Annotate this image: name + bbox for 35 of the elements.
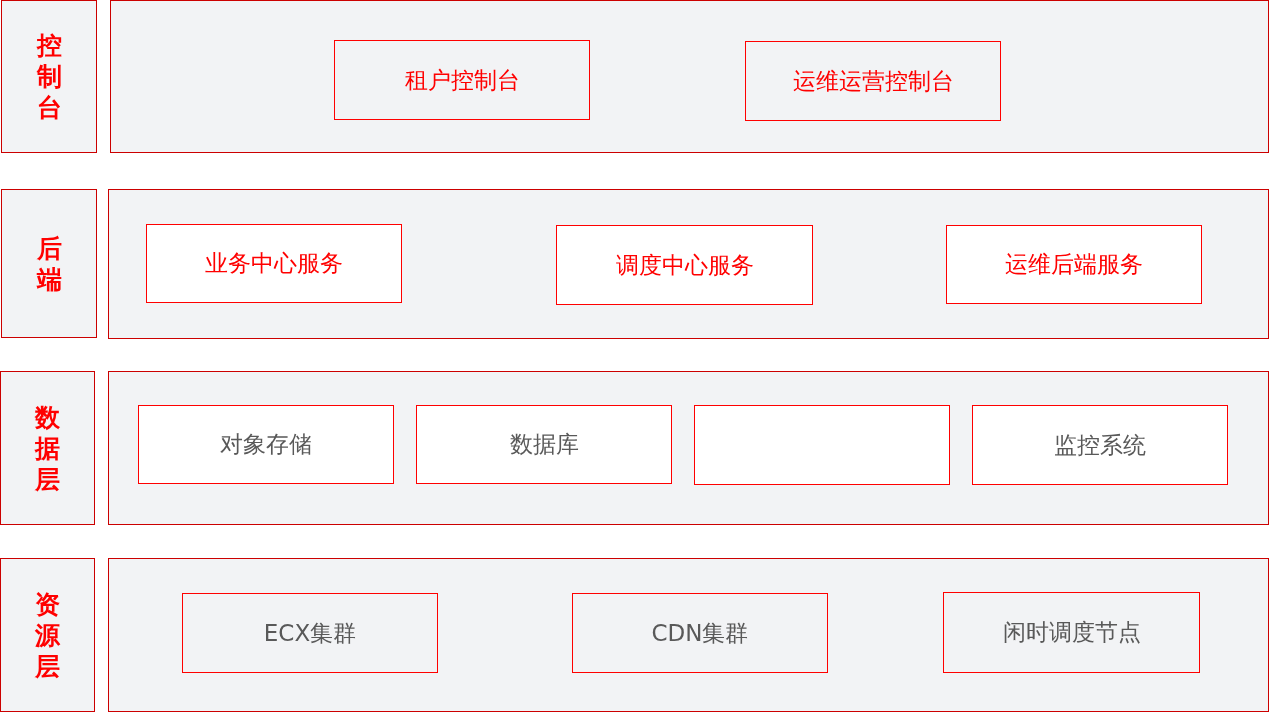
layer-title-box <box>1 0 97 153</box>
component-box <box>943 592 1200 673</box>
layer-title: 资源层 <box>34 588 61 682</box>
layer-panel <box>108 558 1269 712</box>
component-box <box>745 41 1001 121</box>
component-box <box>334 40 590 120</box>
layer-title-box <box>0 371 95 525</box>
component-box <box>946 225 1202 304</box>
component-box <box>416 405 672 484</box>
layer-title-box <box>1 189 97 338</box>
component-box <box>146 224 402 303</box>
layer-title: 数据层 <box>34 401 61 495</box>
component-label: 运维运营控制台 <box>792 66 954 96</box>
component-label: 闲时调度节点 <box>1002 618 1141 647</box>
layer-panel <box>108 189 1269 339</box>
component-box <box>556 225 813 305</box>
layer-title: 后端 <box>35 232 63 295</box>
component-label: 对象存储 <box>220 430 312 459</box>
layer-panel <box>110 0 1269 153</box>
component-label: 调度中心服务 <box>615 250 754 280</box>
component-label: 运维后端服务 <box>1005 250 1143 279</box>
component-label: ECX集群 <box>263 618 357 648</box>
component-box <box>694 405 950 485</box>
component-box <box>572 593 828 673</box>
layer-title: 控制台 <box>35 30 63 123</box>
component-box <box>182 593 438 673</box>
component-label: CDN集群 <box>651 618 749 648</box>
component-label: 租户控制台 <box>404 65 520 95</box>
component-label: 业务中心服务 <box>205 249 343 278</box>
component-label: 监控系统 <box>1054 430 1146 460</box>
component-label: 数据库 <box>509 430 579 459</box>
layer-panel <box>108 371 1269 525</box>
component-box <box>138 405 394 484</box>
layer-title-box <box>0 558 95 712</box>
component-box <box>972 405 1228 485</box>
